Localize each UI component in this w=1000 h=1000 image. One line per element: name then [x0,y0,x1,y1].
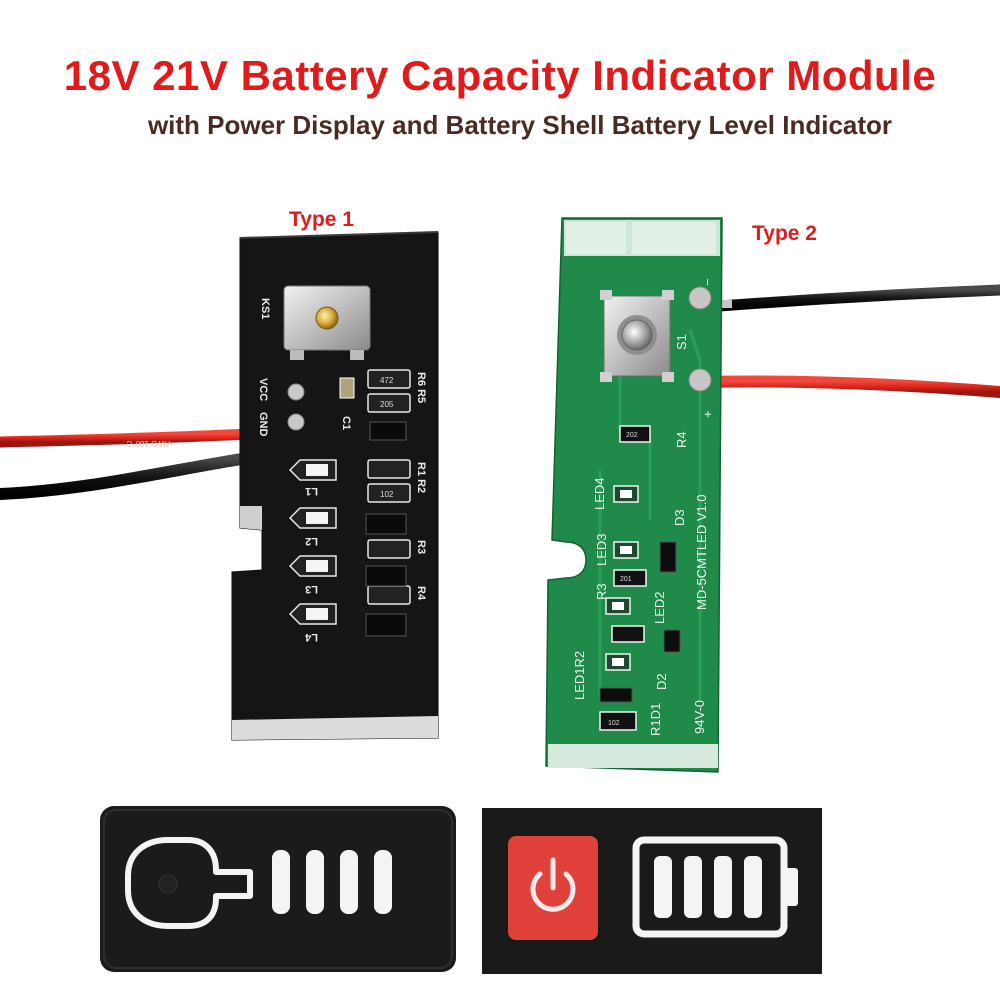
type1-silk-l2: L2 [305,535,318,547]
type2-value-202: 202 [626,432,638,439]
type1-value-205: 205 [380,400,394,409]
type1-value-102: 102 [380,490,394,499]
type1-power-switch [283,285,371,360]
power-key-icon [125,837,253,929]
battery-icon [632,836,798,938]
type1-battery-bars [272,850,392,914]
type2-silk-plus: + [700,410,715,418]
type1-value-472: 472 [380,376,394,385]
type1-indicator-panel [100,806,456,972]
type1-silk-l1: L1 [305,485,318,497]
type2-indicator-panel [482,808,822,974]
type2-pcb: S1 − + R4 LED4 LED3 D3 MD-5CMTLED V1.0 R… [545,217,723,773]
type1-wire-print: AWG 180°C [126,439,170,448]
type1-silk-r6r5: R6 R5 [415,372,427,403]
type1-silk-ks1: KS1 [259,298,271,319]
type1-wires [0,428,254,500]
type2-label: Type 2 [752,222,817,245]
type2-silk-led2: LED2 [652,591,667,624]
type1-silk-r3: R3 [415,540,427,554]
type2-silk-led3: LED3 [594,533,609,566]
type2-battery-bars [654,856,762,918]
type2-wires [694,284,1000,398]
type1-silk-l4: L4 [304,631,318,643]
type1-silk-r4: R4 [415,586,427,601]
type1-silk-vcc: VCC [257,378,269,401]
page-title: 18V 21V Battery Capacity Indicator Modul… [63,52,937,99]
type2-silk-r1d1: R1D1 [648,703,663,736]
type2-silk-r3: R3 [594,583,609,600]
power-icon [530,857,576,912]
type2-power-switch [600,290,674,382]
type1-silk-gnd: GND [257,412,269,437]
type2-silk-minus: − [700,278,715,286]
type2-silk-model: MD-5CMTLED V1.0 [694,494,709,610]
type2-value-102: 102 [608,720,620,727]
type1-silk-r1r2: R1 R2 [415,462,427,493]
type2-silk-led4: LED4 [592,477,607,510]
type2-silk-r4: R4 [674,431,689,448]
page-subtitle: with Power Display and Battery Shell Bat… [147,110,893,140]
type2-silk-led1r2: LED1R2 [572,651,587,700]
type2-silk-d3: D3 [672,509,687,526]
type2-value-201: 201 [620,576,632,583]
type1-label: Type 1 [289,208,354,231]
type1-silk-l3: L3 [305,583,318,595]
type1-pcb: KS1 VCC GND C1 R6 R5 R1 R2 R3 R4 L1 L2 L… [126,231,439,741]
type2-silk-d2: D2 [654,673,669,690]
type2-silk-s1: S1 [674,334,689,350]
type2-silk-ul: 94V-0 [692,700,707,734]
type1-silk-c1: C1 [340,416,352,430]
